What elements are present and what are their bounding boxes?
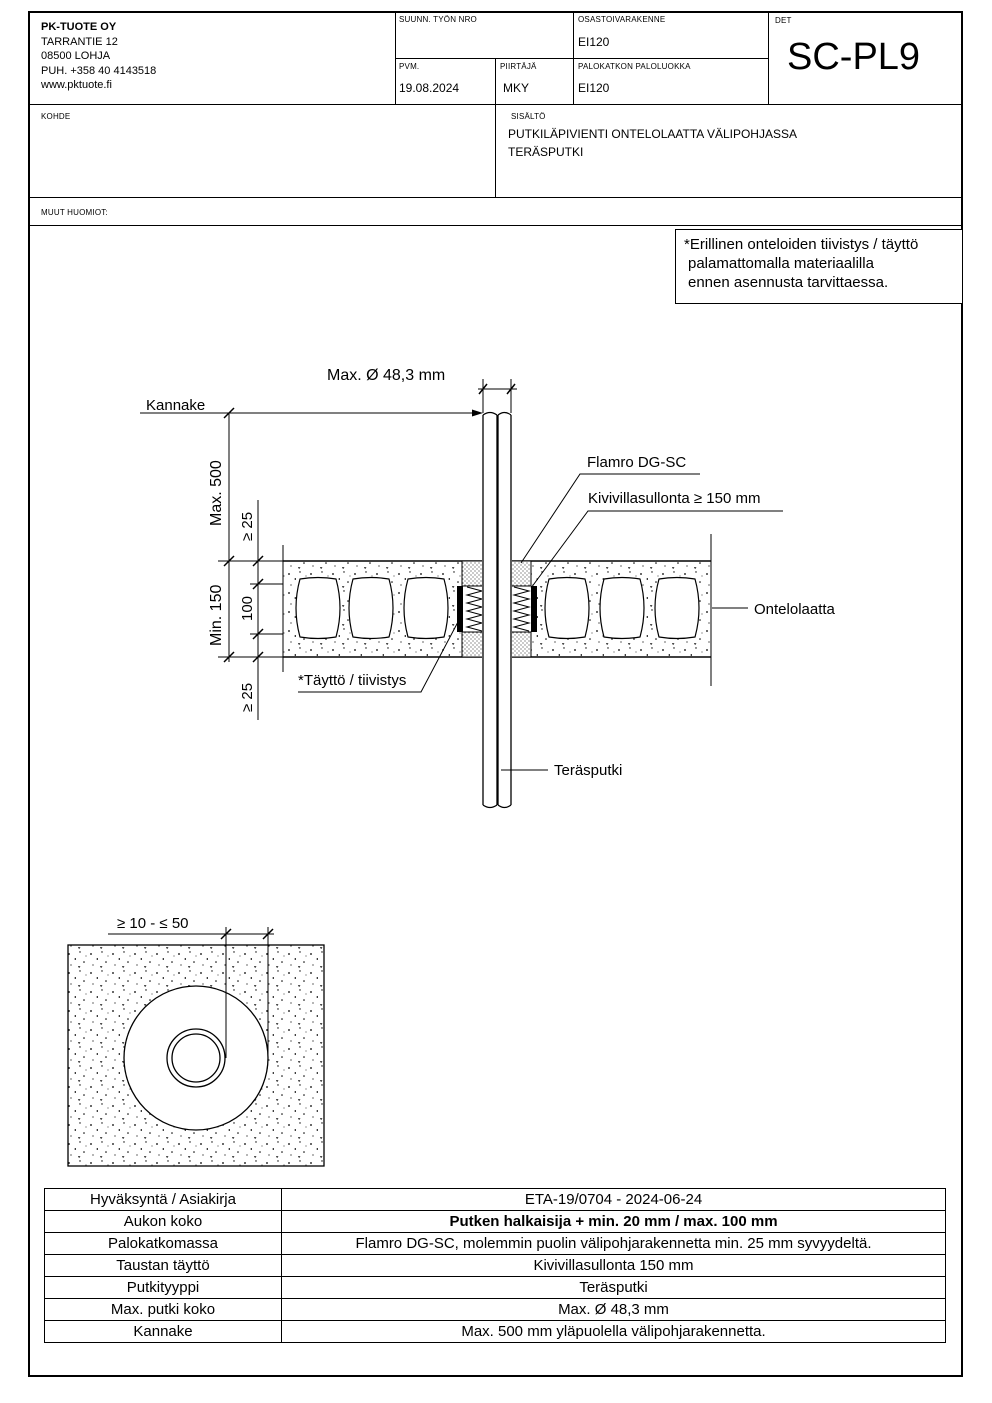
note-line-3: ennen asennusta tarvittaessa. — [688, 274, 889, 291]
notes-label: MUUT HUOMIOT: — [41, 208, 108, 217]
steel-pipe — [482, 411, 512, 809]
cavity-fill-right — [531, 586, 537, 632]
dim-100-label: 100 — [239, 596, 256, 621]
spec-key: Putkityyppi — [44, 1276, 282, 1299]
mineral-wool-right — [512, 586, 531, 632]
spec-key: Aukon koko — [44, 1210, 282, 1233]
note-line-1: *Erillinen onteloiden tiivistys / täyttö — [684, 236, 919, 253]
plan-pipe-inner — [171, 1033, 221, 1083]
slab-core — [348, 576, 394, 640]
flamro-label: Flamro DG-SC — [587, 454, 686, 471]
company-name: PK-TUOTE OY — [41, 21, 117, 33]
company-street: TARRANTIE 12 — [41, 35, 118, 48]
title-mid-divider — [395, 58, 768, 59]
cavity-fill-left — [457, 586, 463, 632]
spec-key: Max. putki koko — [44, 1298, 282, 1321]
table-row: Putkityyppi Teräsputki — [44, 1276, 946, 1299]
slab-core — [544, 576, 590, 640]
company-phone: PUH. +358 40 4143518 — [41, 64, 157, 77]
gap-dim-label: ≥ 10 - ≤ 50 — [117, 915, 189, 932]
min-150-label: Min. 150 — [208, 585, 225, 646]
penetration-seal — [457, 560, 537, 658]
spec-value: Putken halkaisija + min. 20 mm / max. 10… — [281, 1210, 946, 1233]
flamro-bottom-left — [461, 631, 485, 658]
terasputki-label: Teräsputki — [554, 762, 622, 779]
title-col-2 — [495, 58, 496, 198]
drawing-frame — [28, 11, 963, 1377]
company-block: PK-TUOTE OY TARRANTIE 12 08500 LOHJA PUH… — [41, 20, 156, 93]
max-500-label: Max. 500 — [208, 460, 225, 526]
component-value: EI120 — [578, 35, 610, 49]
flamro-top-right — [510, 560, 532, 587]
callout-leaders — [298, 473, 783, 771]
bracket-leader — [140, 409, 483, 417]
slab-core — [599, 576, 645, 640]
spec-value: Flamro DG-SC, molemmin puolin välipohjar… — [281, 1232, 946, 1255]
content-line-2: TERÄSPUTKI — [508, 145, 584, 159]
ge25-bottom-label: ≥ 25 — [239, 683, 256, 712]
table-row: Palokatkomassa Flamro DG-SC, molemmin pu… — [44, 1232, 946, 1255]
date-value: 19.08.2024 — [399, 81, 460, 95]
component-label: OSASTOIVARAKENNE — [578, 15, 666, 24]
target-label: KOHDE — [41, 112, 71, 121]
drawer-label: PIIRTÄJÄ — [500, 62, 537, 71]
plan-view — [67, 944, 325, 1167]
content-line-1: PUTKILÄPIVIENTI ONTELOLAATTA VÄLIPOHJASS… — [508, 127, 797, 141]
height-dimensions — [218, 407, 283, 720]
note-line-2: palamattomalla materiaalilla — [688, 255, 874, 272]
kivivilla-label: Kivivillasullonta ≥ 150 mm — [588, 490, 760, 507]
notes-row-divider — [28, 225, 963, 226]
drawer-value: MKY — [503, 81, 530, 95]
gap-dimension — [108, 927, 274, 1058]
spec-key: Taustan täyttö — [44, 1254, 282, 1277]
work-no-label: SUUNN. TYÖN NRO — [399, 15, 477, 24]
date-label: PVM. — [399, 62, 420, 71]
company-web: www.pktuote.fi — [41, 79, 112, 91]
mineral-wool-left — [465, 586, 484, 632]
content-label: SISÄLTÖ — [511, 112, 546, 121]
table-row: Taustan täyttö Kivivillasullonta 150 mm — [44, 1254, 946, 1277]
title-col-3 — [573, 11, 574, 105]
table-row: Aukon koko Putken halkaisija + min. 20 m… — [44, 1210, 946, 1233]
spec-key: Hyväksyntä / Asiakirja — [44, 1188, 282, 1211]
spec-value: ETA-19/0704 - 2024-06-24 — [281, 1188, 946, 1211]
table-row: Max. putki koko Max. Ø 48,3 mm — [44, 1298, 946, 1321]
det-label: DET — [775, 16, 792, 25]
spec-table: Hyväksyntä / Asiakirja ETA-19/0704 - 202… — [44, 1188, 946, 1343]
flamro-top-left — [461, 560, 485, 587]
ontelolaatta-label: Ontelolaatta — [754, 601, 836, 618]
tayttö-label: *Täyttö / tiivistys — [298, 672, 406, 689]
table-row: Kannake Max. 500 mm yläpuolella välipohj… — [44, 1320, 946, 1343]
slab-core — [403, 576, 449, 640]
fire-class-label: PALOKATKON PALOLUOKKA — [578, 62, 691, 71]
spec-value: Kivivillasullonta 150 mm — [281, 1254, 946, 1277]
fire-class-value: EI120 — [578, 81, 610, 95]
spec-value: Max. 500 mm yläpuolella välipohjarakenne… — [281, 1320, 946, 1343]
spec-key: Kannake — [44, 1320, 282, 1343]
title-col-4 — [768, 11, 769, 105]
ge25-top-label: ≥ 25 — [239, 512, 256, 541]
company-postal: 08500 LOHJA — [41, 50, 111, 62]
diameter-dimension — [478, 379, 517, 413]
det-value: SC-PL9 — [787, 36, 921, 78]
slab-core — [295, 576, 341, 640]
max-diameter-label: Max. Ø 48,3 mm — [327, 367, 445, 384]
spec-key: Palokatkomassa — [44, 1232, 282, 1255]
slab-core — [654, 576, 700, 640]
table-row: Hyväksyntä / Asiakirja ETA-19/0704 - 202… — [44, 1188, 946, 1211]
flamro-bottom-right — [510, 631, 532, 658]
spec-value: Max. Ø 48,3 mm — [281, 1298, 946, 1321]
spec-value: Teräsputki — [281, 1276, 946, 1299]
section-drawing: Max. Ø 48,3 mm Kannake Max. 500 ≥ 25 Min… — [67, 367, 836, 1167]
installation-note: *Erillinen onteloiden tiivistys / täyttö… — [675, 229, 963, 304]
kannake-label: Kannake — [146, 397, 205, 414]
title-col-1 — [395, 11, 396, 105]
